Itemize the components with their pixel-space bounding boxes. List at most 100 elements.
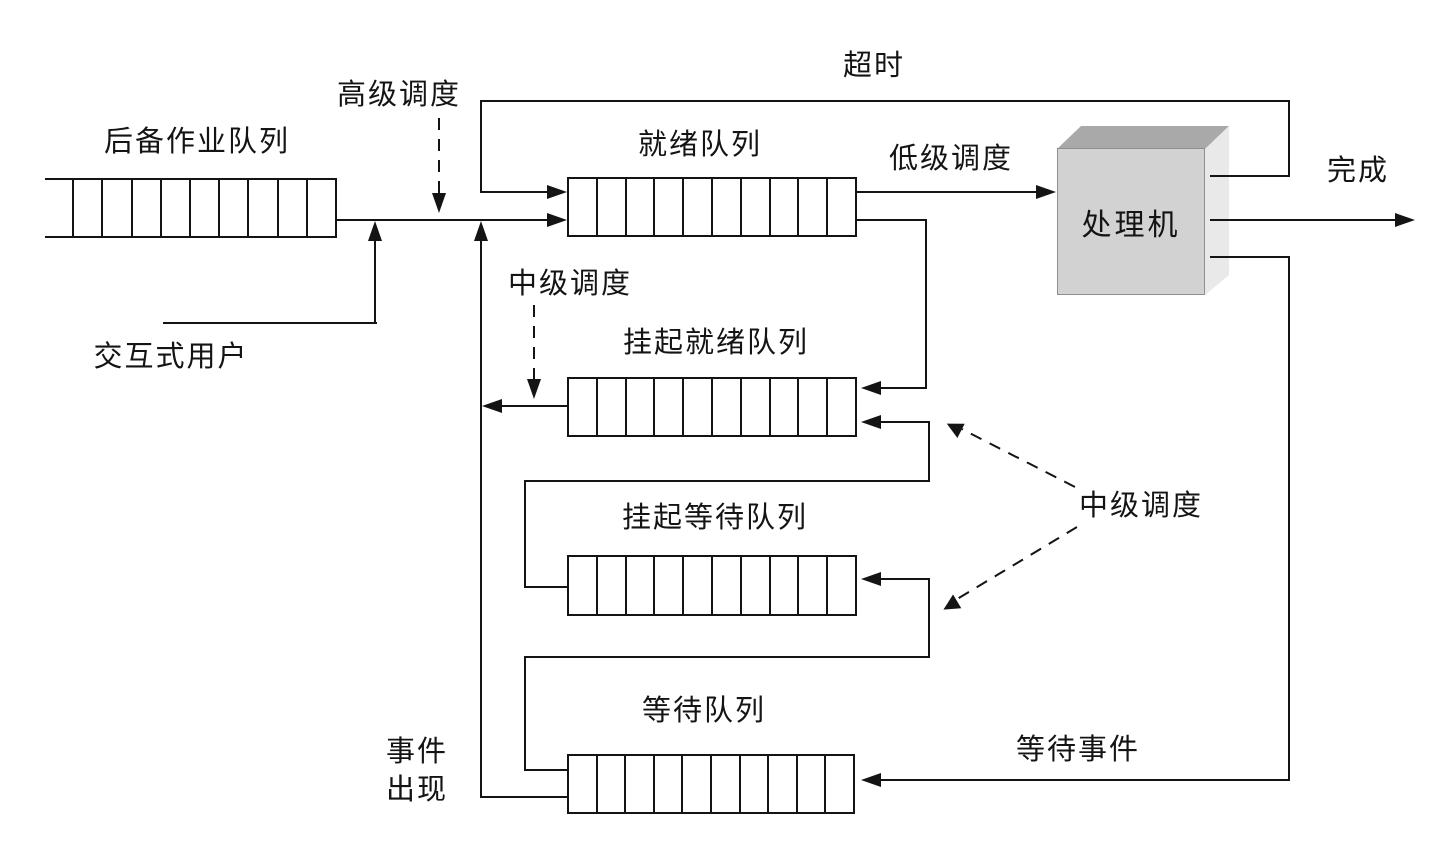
queue-cell: [72, 180, 101, 236]
queue-cell: [276, 180, 306, 236]
queue-cell: [826, 557, 855, 614]
suspended-ready-queue-label: 挂起就绪队列: [622, 325, 810, 359]
timeout-label: 超时: [842, 48, 906, 82]
queue-cell: [569, 756, 596, 812]
queue-cell: [159, 180, 189, 236]
edge-ready-suspend-stub: [857, 219, 927, 221]
arrow-into-wait-queue: [861, 773, 881, 787]
edge-ready-suspend-vertical: [925, 219, 927, 389]
processor-side-face: [1205, 126, 1229, 295]
queue-cell: [130, 180, 160, 236]
queue-cell: [189, 180, 218, 236]
queue-cell: [624, 379, 654, 435]
arrow-return-into-admission-line: [474, 221, 488, 241]
queue-cell: [653, 557, 682, 614]
arrow-into-suspended-wait: [861, 572, 881, 586]
edge-left-return-vertical: [480, 240, 482, 798]
complete-label: 完成: [1326, 153, 1390, 187]
edge-suspwait-entry: [880, 578, 930, 580]
arrow-into-processor: [1036, 185, 1056, 199]
edge-wait-event-bottom-line: [880, 779, 1290, 781]
edge-wait-left-upper-stub: [524, 769, 567, 771]
queue-cell: [767, 756, 796, 812]
edge-suspwait-left-vertical: [524, 480, 526, 588]
edge-wait-to-suspwait-vertical: [928, 578, 930, 658]
queue-cell: [739, 379, 769, 435]
queue-cell: [595, 756, 625, 812]
edge-admission-line: [337, 219, 550, 221]
mid-level-scheduling-upper-dashed-arrow: [943, 416, 1076, 488]
high-level-scheduling-dashed-line: [438, 118, 440, 196]
processor-label: 处理机: [1081, 207, 1181, 243]
queue-cell: [595, 179, 625, 235]
queue-cell: [624, 557, 654, 614]
queue-cell: [826, 179, 855, 235]
queue-cell: [826, 379, 855, 435]
edge-timeout-top-line: [480, 100, 1290, 102]
queue-cell: [569, 557, 596, 614]
edge-suspwait-to-suspready-line: [524, 480, 930, 482]
edge-suspready-activate-line: [497, 405, 567, 407]
queue-cell: [710, 557, 740, 614]
queue-cell: [569, 179, 596, 235]
queue-cell: [739, 179, 769, 235]
edge-timeout-entry-line: [480, 191, 550, 193]
queue-cell: [45, 180, 72, 236]
queue-cell: [682, 179, 711, 235]
edge-suspended-ready-entry2: [880, 421, 930, 423]
processor-top-face: [1057, 126, 1229, 149]
edge-suspwait-left-stub: [524, 586, 567, 588]
arrow-into-ready-queue-main: [547, 213, 567, 227]
interactive-user-label: 交互式用户: [93, 339, 249, 373]
arrow-suspready-activate: [482, 399, 502, 413]
edge-timeout-left-vertical: [480, 100, 482, 193]
edge-suspended-ready-entry1: [880, 387, 927, 389]
edge-wait-event-vertical: [1288, 256, 1290, 781]
mid-level-scheduling-left-label: 中级调度: [507, 266, 633, 300]
arrow-complete-out: [1395, 213, 1415, 227]
suspended-ready-queue: [567, 377, 857, 437]
queue-cell: [824, 756, 853, 812]
edge-timeout-cpu-stub: [1210, 175, 1290, 177]
ready-queue: [567, 177, 857, 237]
mid-level-scheduling-left-dashed-line: [533, 305, 535, 381]
arrow-into-suspended-ready-1: [861, 381, 881, 395]
queue-cell: [247, 180, 276, 236]
queue-cell: [710, 379, 740, 435]
queue-cell: [795, 756, 825, 812]
processor: 处理机: [1057, 148, 1205, 295]
queue-cell: [682, 379, 711, 435]
high-level-scheduling-arrowhead: [432, 193, 446, 213]
queue-cell: [682, 557, 711, 614]
arrow-interactive-user-up: [368, 221, 382, 241]
queue-cell: [739, 557, 769, 614]
wait-event-label: 等待事件: [1015, 732, 1141, 766]
low-level-scheduling-label: 低级调度: [888, 141, 1014, 175]
queue-cell: [624, 179, 654, 235]
queue-cell: [738, 756, 768, 812]
high-level-scheduling-label: 高级调度: [336, 77, 462, 111]
queue-cell: [569, 379, 596, 435]
queue-cell: [653, 179, 682, 235]
wait-queue: [567, 754, 855, 814]
mid-level-scheduling-left-arrowhead: [527, 379, 541, 399]
suspended-wait-queue-label: 挂起等待队列: [621, 500, 809, 534]
queue-cell: [797, 379, 826, 435]
event-occurs-label-line2: 出现: [385, 772, 449, 806]
queue-cell: [101, 180, 130, 236]
queue-cell: [595, 379, 625, 435]
edge-suspwait-to-suspready-vertical: [928, 421, 930, 482]
queue-cell: [653, 379, 682, 435]
queue-cell: [768, 379, 798, 435]
edge-low-level-line: [857, 191, 1039, 193]
queue-cell: [797, 179, 826, 235]
queue-cell: [218, 180, 247, 236]
queue-cell: [652, 756, 682, 812]
wait-queue-label: 等待队列: [641, 693, 767, 727]
ready-queue-label: 就绪队列: [637, 127, 763, 161]
queue-cell: [305, 180, 335, 236]
queue-cell: [681, 756, 710, 812]
edge-wait-to-suspwait-line: [524, 656, 930, 658]
edge-wait-left-vertical: [524, 656, 526, 771]
